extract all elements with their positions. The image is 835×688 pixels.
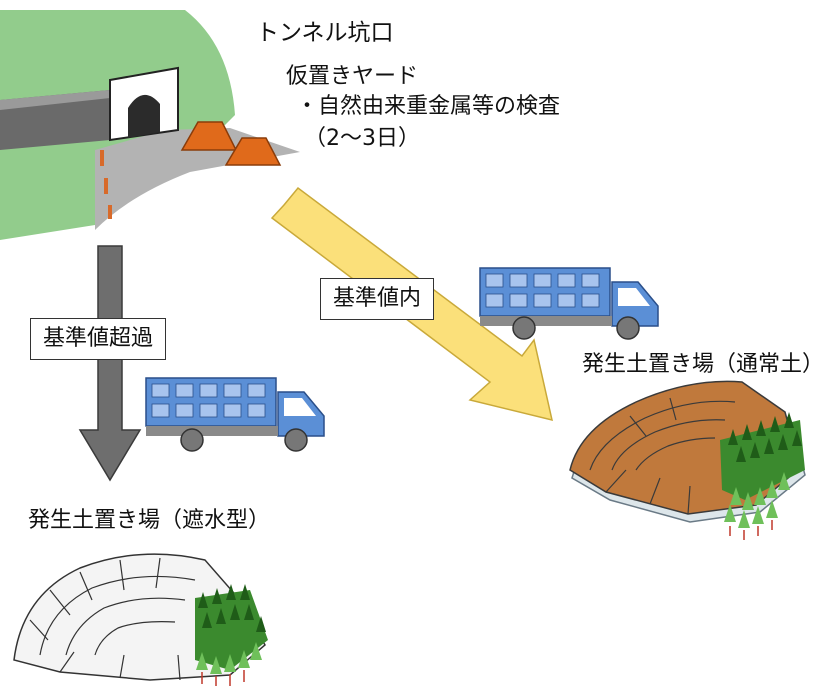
normal-disposal-label: 発生土置き場（通常土） bbox=[582, 352, 825, 377]
temporary-soil-piles bbox=[180, 121, 282, 166]
exceeds-standard-arrow bbox=[78, 245, 142, 482]
inspection-label: ・自然由来重金属等の検査 bbox=[296, 94, 561, 119]
normal-disposal-mound bbox=[569, 380, 806, 540]
sealed-disposal-mound bbox=[13, 553, 268, 686]
sealed-disposal-label: 発生土置き場（遮水型） bbox=[28, 508, 271, 533]
tree-grove bbox=[195, 584, 268, 686]
duration-label: （2～3日） bbox=[304, 126, 420, 151]
tree-grove bbox=[720, 412, 805, 540]
tunnel-portal-scene bbox=[0, 10, 300, 240]
truck-icon bbox=[479, 267, 659, 340]
truck-icon bbox=[145, 377, 325, 452]
exceeds-standard-label: 基準値超過 bbox=[30, 318, 167, 360]
temp-yard-label: 仮置きヤード bbox=[286, 64, 419, 89]
within-standard-label: 基準値内 bbox=[320, 278, 435, 320]
tunnel-portal-label: トンネル坑口 bbox=[256, 20, 394, 46]
